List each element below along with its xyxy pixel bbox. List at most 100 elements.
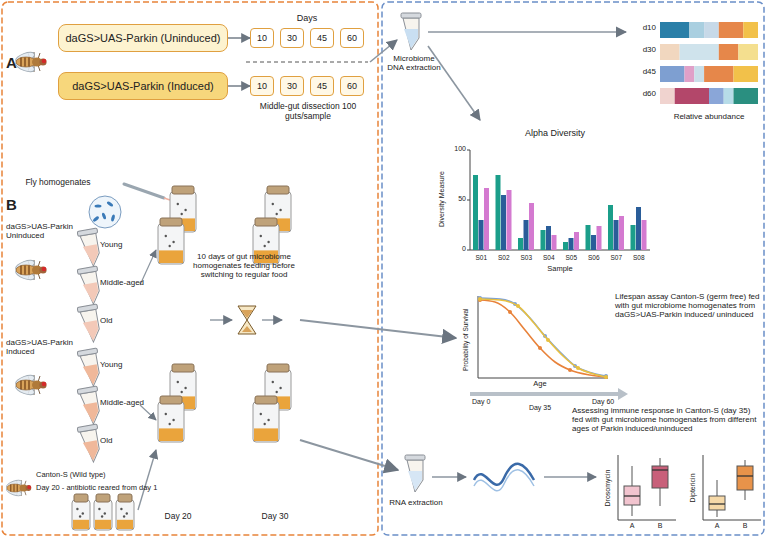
flow-arrow [432, 476, 466, 477]
fly-vial [158, 396, 184, 442]
fly-vial [267, 419, 269, 421]
fly-vial [165, 413, 167, 415]
pipette-tip [164, 198, 170, 200]
annotation-text: Old [100, 316, 152, 325]
annotation-text: Alpha Diversity [490, 128, 620, 138]
annotation-text: Age [525, 380, 555, 389]
annotation-text: S02 [493, 254, 516, 261]
day-box: 60 [340, 28, 364, 48]
diversity-bar [569, 238, 574, 250]
fly-icon [20, 381, 21, 390]
sample-tube [83, 402, 100, 424]
abundance-bar [660, 66, 685, 82]
sample-tube [83, 244, 100, 266]
abundance-bar [660, 44, 680, 60]
age-bar-head [618, 388, 628, 400]
abundance-bar [719, 44, 739, 60]
fly-icon [14, 50, 46, 74]
day-box: 10 [250, 76, 274, 96]
diversity-bar [484, 188, 489, 250]
box [737, 466, 753, 490]
fly-icon [24, 381, 25, 390]
fly-vial [272, 381, 274, 383]
diversity-bar [614, 220, 619, 250]
node-label: 10 [257, 81, 267, 91]
fly-vial [118, 494, 132, 502]
bacterium [101, 212, 106, 220]
annotation-text: Fly homogenates [16, 178, 100, 188]
survival-point [604, 375, 608, 379]
fly-vial [254, 428, 278, 441]
annotation-text: 50 [444, 195, 466, 203]
sample-tube [77, 228, 98, 236]
abundance-bar [738, 44, 758, 60]
box [624, 486, 640, 505]
survival-point [508, 310, 512, 314]
annotation-text: Lifespan assay Canton-S (germ free) fed … [615, 292, 761, 320]
fly-icon [39, 58, 46, 65]
survival-point [546, 338, 550, 342]
sample-tube [77, 304, 98, 312]
annotation-text: d60 [630, 89, 656, 98]
node-label: 60 [347, 81, 357, 91]
day-box: 10 [250, 28, 274, 48]
annotation-text: daGS>UAS-Parkin Induced [6, 338, 80, 356]
fly-vial [72, 494, 90, 530]
annotation-text: d45 [630, 67, 656, 76]
annotation-text: d30 [630, 45, 656, 54]
fly-vial [95, 520, 111, 529]
node-label: 60 [347, 33, 357, 43]
annotation-text: d10 [630, 23, 656, 32]
fly-icon [28, 266, 29, 275]
diversity-bar [501, 195, 506, 250]
sample-tube [405, 455, 425, 460]
fly-icon [39, 381, 46, 388]
day-box: 60 [340, 76, 364, 96]
fly-vial [172, 364, 194, 372]
survival-point [478, 297, 482, 301]
sample-tube [77, 348, 103, 388]
fly-vial [184, 387, 186, 389]
fly-icon [10, 484, 11, 491]
sample-tube [77, 386, 98, 394]
fly-vial [177, 381, 179, 383]
fly-vial [279, 387, 281, 389]
sample-tube [77, 228, 103, 268]
fly-vial [279, 209, 281, 211]
sample-tube [401, 13, 421, 18]
fly-icon [24, 58, 25, 67]
diversity-bar [631, 225, 636, 250]
annotation-text: Day 60 [592, 398, 622, 406]
fly-vial [96, 494, 110, 502]
fly-icon [42, 267, 47, 272]
day-box: 45 [310, 28, 334, 48]
separator-line [246, 62, 368, 63]
annotation-text: RNA extraction [384, 498, 448, 507]
median [709, 503, 725, 504]
survival-point [568, 368, 572, 372]
annotation-text: S08 [628, 254, 651, 261]
fly-vial [181, 213, 183, 215]
median [737, 475, 753, 476]
axis-title: Probability of Survival [462, 295, 469, 385]
annotation-text: S04 [538, 254, 561, 261]
sample-tube [77, 424, 98, 432]
fly-vial [101, 515, 103, 517]
fly-icon [5, 479, 31, 498]
panel-border [2, 2, 378, 535]
node-label: 45 [317, 81, 327, 91]
diversity-bar [597, 226, 602, 250]
fly-vial [158, 402, 184, 442]
fly-icon [28, 381, 29, 390]
connector-arrow [228, 85, 250, 86]
day-box: 30 [280, 76, 304, 96]
survival-point [478, 298, 482, 302]
bacterium [106, 201, 114, 208]
annotation-text: B [652, 522, 668, 530]
diversity-bar [546, 226, 551, 250]
survival-curve [480, 300, 606, 377]
annotation-text: Day 20 - antibiotic reared from day 1 [36, 484, 206, 493]
diversity-bar [529, 203, 534, 250]
survival-point [538, 346, 542, 350]
flow-arrow [300, 440, 398, 470]
